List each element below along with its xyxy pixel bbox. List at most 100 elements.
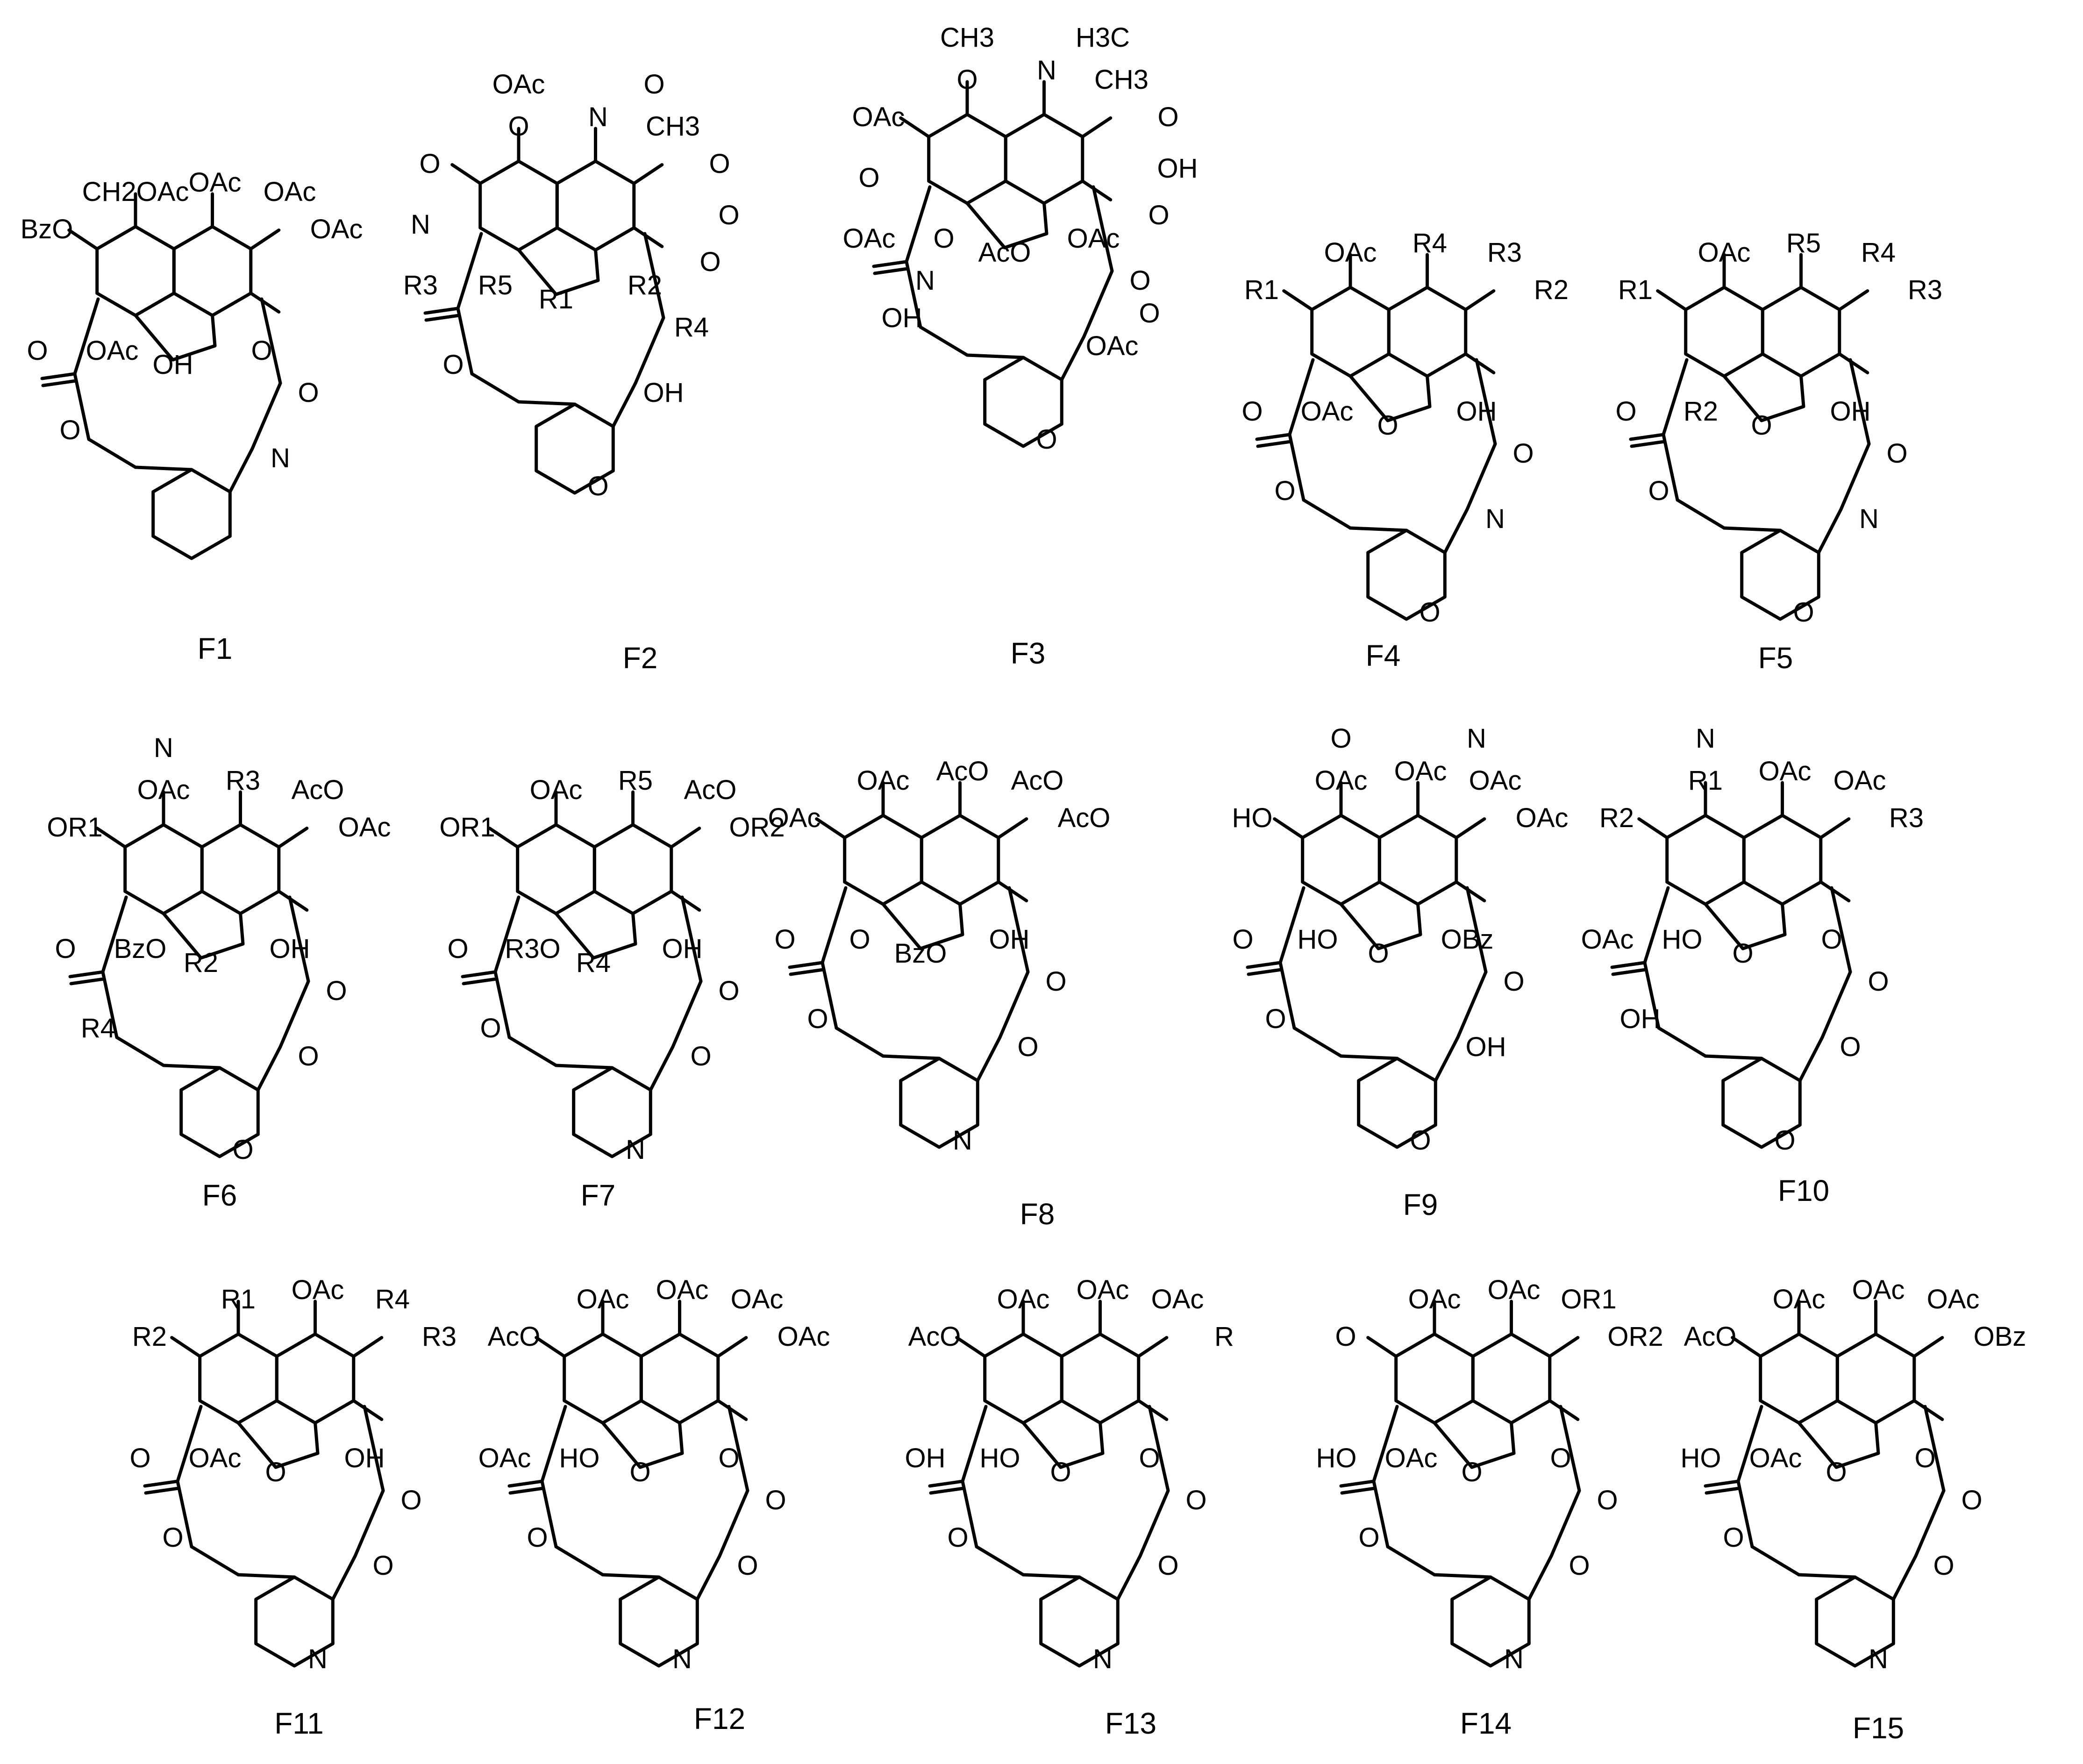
atom-label: OH [882, 303, 922, 333]
atom-label: O [1148, 200, 1169, 230]
substituent-bond [1548, 1399, 1580, 1421]
macrocycle-bond [470, 372, 521, 404]
pyridine-link [976, 1036, 1002, 1082]
atom-label: O [1868, 966, 1889, 997]
core-ring-b [555, 159, 636, 252]
carbonyl-bond [1247, 968, 1283, 976]
carbonyl-bond [462, 977, 498, 986]
pyridine-link [1891, 1554, 1918, 1601]
bridge-bond [1339, 902, 1380, 950]
macrocycle-bond [1091, 185, 1114, 273]
compound-caption: F12 [694, 1702, 745, 1735]
carbonyl-bond [507, 1479, 544, 1488]
atom-label: OAc [1469, 765, 1522, 796]
compound-caption: F14 [1460, 1707, 1512, 1740]
atom-label: O [765, 1485, 786, 1515]
core-ring-a [1394, 1332, 1475, 1425]
macrocycle-bond [1820, 970, 1852, 1039]
atom-label: OR1 [1561, 1284, 1616, 1314]
pyridine-link [611, 381, 637, 428]
macrocycle-bond [101, 895, 128, 974]
bridge-bond [211, 314, 217, 348]
substituent-bond [1081, 179, 1113, 201]
atom-label: N [672, 1644, 692, 1674]
macrocycle-bond [493, 895, 521, 974]
compound-caption: F5 [1758, 641, 1793, 675]
atom-label: OAc [656, 1275, 709, 1305]
atom-label: N [308, 1644, 328, 1674]
atom-label: O [1914, 1443, 1935, 1473]
pyridine-link [236, 1573, 296, 1579]
compound-caption: F1 [198, 632, 233, 665]
bridge-bond [1781, 902, 1787, 936]
atom-label: R4 [576, 948, 611, 978]
carbonyl-bond [873, 267, 909, 275]
bridge-bond [199, 942, 245, 960]
macrocycle-bond [73, 372, 91, 441]
atom-label: OAc [1151, 1284, 1204, 1314]
macrocycle-bond [961, 1405, 988, 1483]
atom-label: R2 [132, 1321, 167, 1352]
atom-label: O [1961, 1485, 1982, 1515]
atom-label: OAc [852, 102, 905, 132]
atom-label: HO [1232, 803, 1273, 833]
macrocycle-bond [1830, 886, 1852, 974]
substituent-bond [1548, 1336, 1580, 1358]
pyridine-ring [151, 468, 232, 560]
atom-label: O [1017, 1032, 1038, 1062]
atom-label: HO [1316, 1443, 1357, 1473]
substituent-bond [249, 292, 281, 314]
carbonyl-bond [424, 314, 461, 322]
macrocycle-bond [1914, 1489, 1946, 1558]
atom-label: CH2OAc [82, 177, 189, 207]
core-ring-a [1665, 814, 1746, 906]
atom-label: R4 [81, 1013, 115, 1043]
bridge-bond [631, 912, 637, 946]
atom-label: O [527, 1522, 548, 1553]
bridge-bond [678, 1421, 684, 1455]
atom-label: O [1419, 597, 1440, 628]
core-ring-a [563, 1332, 643, 1425]
bridge-bond [1510, 1421, 1516, 1455]
macrocycle-bond [1456, 970, 1488, 1039]
atom-label: OAc [530, 775, 583, 805]
atom-label: AcO [908, 1321, 961, 1352]
atom-label: OAc [1301, 396, 1354, 427]
bridge-bond [965, 201, 1006, 250]
atom-label: CH3 [940, 22, 994, 53]
atom-label: OH [1157, 153, 1198, 184]
carbonyl-bond [143, 1479, 179, 1488]
atom-label: N [1859, 504, 1879, 534]
atom-label: OAc [1749, 1443, 1802, 1473]
pyridine-link [1348, 526, 1408, 532]
macrocycle-bond [919, 325, 969, 357]
atom-label: OH [1830, 396, 1871, 427]
carbonyl-bond [68, 970, 105, 978]
bridge-bond [919, 933, 964, 950]
macrocycle-bond [1278, 886, 1305, 964]
atom-label: R3 [1487, 237, 1522, 268]
substituent-bond [249, 229, 281, 250]
atom-label: O [643, 69, 664, 100]
atom-label: OAc [1698, 237, 1751, 268]
pyridine-link [134, 465, 193, 471]
macrocycle-bond [905, 260, 922, 329]
core-ring-b [592, 823, 673, 915]
substituent-bond [1838, 352, 1869, 374]
core-ring-a [983, 1332, 1063, 1425]
core-ring-b [275, 1332, 356, 1425]
atom-label: O [400, 1485, 421, 1515]
macrocycle-bond [634, 316, 665, 385]
atom-label: R3 [403, 270, 438, 300]
carbonyl-bond [872, 260, 908, 268]
atom-label: O [1265, 1004, 1286, 1034]
carbonyl-bond [789, 968, 825, 976]
macrocycle-bond [540, 1479, 558, 1549]
substituent-bond [535, 1336, 566, 1358]
carbonyl-bond [1630, 440, 1666, 448]
atom-label: O [298, 378, 319, 408]
substituent-bond [488, 827, 520, 849]
atom-label: OH [643, 378, 684, 408]
